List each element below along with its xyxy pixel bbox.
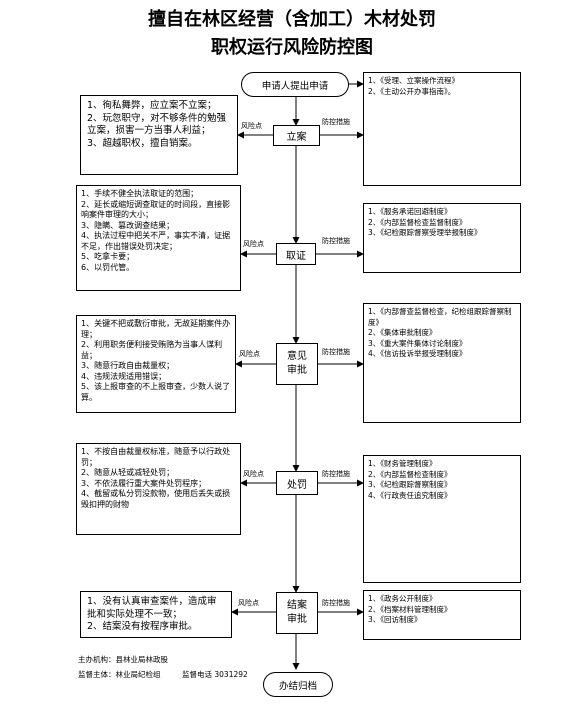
step3-node: 意见 审批 <box>276 343 318 385</box>
footer-organizer: 主办机构：县林业局林政股 <box>78 655 168 664</box>
footer-supervisor: 监督主体：林业局纪检组 <box>78 670 161 679</box>
step2-control-label: 防控措施 <box>322 237 350 245</box>
step4-control-label: 防控措施 <box>322 470 350 478</box>
footer-phone: 监督电话 3031292 <box>182 670 248 679</box>
title-line2: 职权运行风险防控图 <box>211 37 373 58</box>
step3-node-line2: 审批 <box>287 365 307 376</box>
step2-control-box: 1、《服务承诺回避制度》 2、《内部监督检查监督制度》 3、《纪检跟踪督察受理举… <box>363 203 521 273</box>
step4-control-box: 1、《财务管理制度》 2、《内部监督检查制度》 3、《纪检跟踪督察制度》 4、《… <box>363 455 521 583</box>
step3-risk-label: 风险点 <box>239 350 260 358</box>
step5-risk-label: 风险点 <box>238 599 259 607</box>
step2-risk-box: 1、手续不健全执法取证的范围； 2、延长或缩短调查取证的时间段，直接影响案件审理… <box>76 185 241 291</box>
step3-node-line1: 意见 <box>287 351 307 362</box>
step5-node-line1: 结案 <box>287 600 307 611</box>
step5-control-label: 防控措施 <box>322 599 350 607</box>
step5-node: 结案 审批 <box>276 592 318 634</box>
step3-control-label: 防控措施 <box>322 348 350 356</box>
step1-risk-box: 1、徇私舞弊，应立案不立案； 2、玩忽职守，对不够条件的勉强立案，损害一方当事人… <box>80 95 238 175</box>
step5-control-box: 1、《政务公开制度》 2、《档案材料管理制度》 3、《回访制度》 <box>363 590 521 640</box>
step5-risk-box: 1、没有认真审查案件，造成审批和实际处理不一致； 2、结案没有按程序审批。 <box>80 591 232 638</box>
step4-risk-label: 风险点 <box>243 470 264 478</box>
step3-risk-box: 1、关键不把或敷衍审批，无故延期案件办理； 2、利用职务便利接受贿赂为当事人谋利… <box>76 315 236 413</box>
step1-control-label: 防控措施 <box>322 118 350 126</box>
step2-node: 取证 <box>276 243 316 265</box>
step5-node-line2: 审批 <box>287 614 307 625</box>
step1-node: 立案 <box>273 125 320 146</box>
step4-node: 处罚 <box>276 471 318 495</box>
start-node: 申请人提出申请 <box>241 72 349 97</box>
start-control-box: 1、《受理、立案操作流程》 2、《主动公开办事指南》。 <box>363 72 521 186</box>
step2-risk-label: 风险点 <box>243 240 264 248</box>
step3-control-box: 1、《内部督查监督检查，纪检组跟踪督察制度》 2、《集体审批制度》 3、《重大案… <box>363 303 521 423</box>
step4-risk-box: 1、不按自由裁量权标准，随意予以行政处罚； 2、随意从轻或减轻处罚； 3、不依法… <box>76 443 241 535</box>
end-node: 办结归档 <box>263 672 333 697</box>
step1-risk-label: 风险点 <box>241 122 262 130</box>
title-line1: 擅自在林区经营（含加工）木材处罚 <box>148 9 436 30</box>
